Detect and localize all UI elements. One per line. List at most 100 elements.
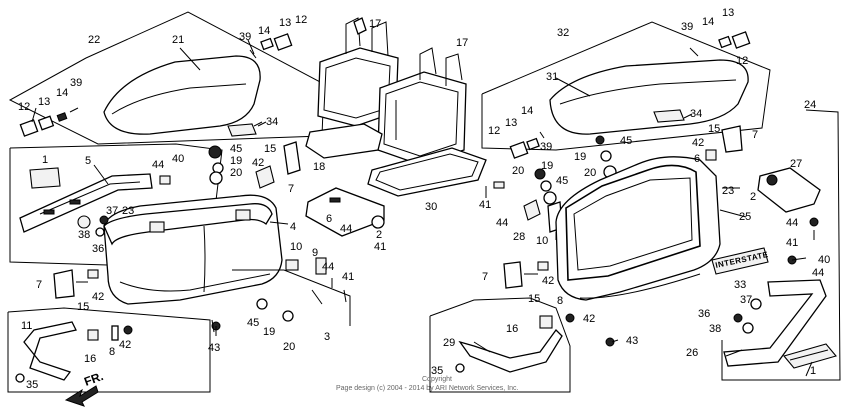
label-23: 23 (722, 185, 734, 197)
front-marker: FR. (82, 369, 105, 389)
label-33: 33 (734, 279, 746, 291)
label-12: 12 (488, 125, 500, 137)
label-19: 19 (263, 326, 275, 338)
rail-5 (19, 173, 153, 233)
label-39: 39 (540, 141, 552, 153)
saddlebag-body-4 (103, 194, 283, 305)
label-22: 22 (88, 34, 100, 46)
small-parts-3-group (232, 257, 351, 326)
label-13: 13 (722, 7, 734, 19)
label-44: 44 (322, 261, 334, 273)
label-44: 44 (496, 217, 508, 229)
label-38: 38 (709, 323, 721, 335)
bumper-11-outline (7, 307, 211, 393)
label-7: 7 (288, 183, 294, 195)
label-45: 45 (247, 317, 259, 329)
label-10: 10 (290, 241, 302, 253)
label-6: 6 (694, 153, 700, 165)
hinge-6-right (757, 167, 821, 213)
label-45: 45 (620, 135, 632, 147)
label-7: 7 (752, 129, 758, 141)
label-42: 42 (252, 157, 264, 169)
label-40: 40 (172, 153, 184, 165)
label-36: 36 (698, 308, 710, 320)
label-3: 3 (324, 331, 330, 343)
label-44: 44 (786, 217, 798, 229)
label-20: 20 (512, 165, 524, 177)
label-30: 30 (425, 201, 437, 213)
label-18: 18 (313, 161, 325, 173)
label-42: 42 (119, 339, 131, 351)
label-39: 39 (681, 21, 693, 33)
group-24-outline (721, 109, 841, 381)
label-2: 2 (376, 229, 382, 241)
label-45: 45 (230, 143, 242, 155)
emblem-33-interstate: INTERSTATE (711, 247, 769, 275)
bracket-12-13-14-left (19, 33, 293, 137)
bracket-7-15-right (705, 125, 743, 161)
part-labels: 22 21 39 14 13 12 13 14 39 12 34 17 17 1… (18, 7, 830, 392)
label-37: 37 (106, 205, 118, 217)
small-parts-16-8-42-left (87, 321, 221, 341)
label-44: 44 (812, 267, 824, 279)
label-7: 7 (482, 271, 488, 283)
group-32-outline (481, 21, 771, 151)
small-parts-right-upper (485, 135, 617, 240)
label-14: 14 (702, 16, 714, 28)
label-13: 13 (38, 96, 50, 108)
label-6: 6 (326, 213, 332, 225)
label-11: 11 (21, 320, 32, 332)
label-19: 19 (574, 151, 586, 163)
mount-7-15-left-lower (53, 269, 99, 299)
label-17: 17 (456, 37, 468, 49)
label-8: 8 (109, 346, 115, 358)
label-15: 15 (264, 143, 276, 155)
label-40: 40 (818, 254, 830, 266)
label-41: 41 (786, 237, 798, 249)
mat-30 (367, 147, 487, 197)
label-20: 20 (584, 167, 596, 179)
label-14: 14 (56, 87, 68, 99)
label-12: 12 (18, 101, 30, 113)
label-4: 4 (290, 221, 296, 233)
mat-18 (305, 123, 383, 159)
label-12: 12 (736, 55, 748, 67)
label-41: 41 (374, 241, 386, 253)
small-parts-40-44-right (787, 217, 819, 265)
label-41: 41 (342, 271, 354, 283)
label-20: 20 (283, 341, 295, 353)
copyright-line-2: Page design (c) 2004 - 2014 by ARI Netwo… (336, 385, 519, 392)
label-16: 16 (506, 323, 518, 335)
label-43: 43 (626, 335, 638, 347)
label-5: 5 (85, 155, 91, 167)
label-35: 35 (26, 379, 38, 391)
label-14: 14 (258, 25, 270, 37)
small-parts-left-box (77, 141, 301, 237)
label-15: 15 (708, 123, 720, 135)
leader-lines (31, 39, 813, 377)
label-29: 29 (443, 337, 455, 349)
label-42: 42 (692, 137, 704, 149)
label-8: 8 (557, 295, 563, 307)
label-34: 34 (266, 116, 278, 128)
label-1: 1 (42, 154, 48, 166)
label-36: 36 (92, 243, 104, 255)
hinge-6-left (305, 187, 385, 237)
label-1: 1 (810, 365, 816, 377)
mount-7-15-right-lower (503, 261, 549, 289)
label-44: 44 (340, 223, 352, 235)
label-42: 42 (92, 291, 104, 303)
fr-arrow (64, 385, 99, 407)
label-19: 19 (230, 155, 242, 167)
label-39: 39 (70, 77, 82, 89)
label-14: 14 (521, 105, 533, 117)
plate-1-left (29, 167, 61, 189)
label-7: 7 (36, 279, 42, 291)
emblem-34-left (227, 121, 267, 137)
label-34: 34 (690, 108, 702, 120)
label-28: 28 (513, 231, 525, 243)
label-12: 12 (295, 14, 307, 26)
label-16: 16 (84, 353, 96, 365)
copyright-line-1: Copyright (422, 376, 452, 383)
